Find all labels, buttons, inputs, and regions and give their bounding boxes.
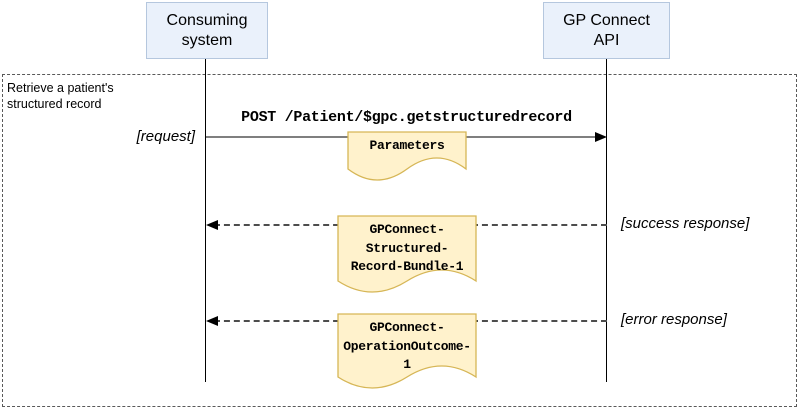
note-structured-record-bundle: GPConnect- Structured- Record-Bundle-1	[337, 215, 477, 297]
interaction-frame	[2, 74, 797, 407]
note-parameters: Parameters	[347, 131, 467, 185]
arrowhead-left-icon	[206, 220, 218, 230]
request-guard-label: [request]	[136, 128, 195, 145]
lifeline-consuming-system	[205, 59, 206, 382]
lifeline-gp-connect-api	[606, 59, 607, 382]
note-text: Parameters	[369, 138, 445, 153]
error-guard-label: [error response]	[621, 311, 727, 328]
frame-label: Retrieve a patient's structured record	[7, 81, 114, 111]
actor-label: Consuming system	[166, 11, 248, 49]
actor-consuming-system: Consuming system	[146, 2, 268, 59]
actor-label: GP Connect API	[563, 11, 650, 49]
success-guard-label: [success response]	[621, 215, 750, 232]
arrowhead-left-icon	[206, 316, 218, 326]
request-message-label: POST /Patient/$gpc.getstructuredrecord	[241, 109, 572, 126]
note-text: GPConnect- OperationOutcome- 1	[343, 320, 471, 372]
note-operation-outcome: GPConnect- OperationOutcome- 1	[337, 313, 477, 393]
arrowhead-right-icon	[595, 132, 607, 142]
note-text: GPConnect- Structured- Record-Bundle-1	[350, 222, 464, 274]
actor-gp-connect-api: GP Connect API	[543, 2, 670, 59]
